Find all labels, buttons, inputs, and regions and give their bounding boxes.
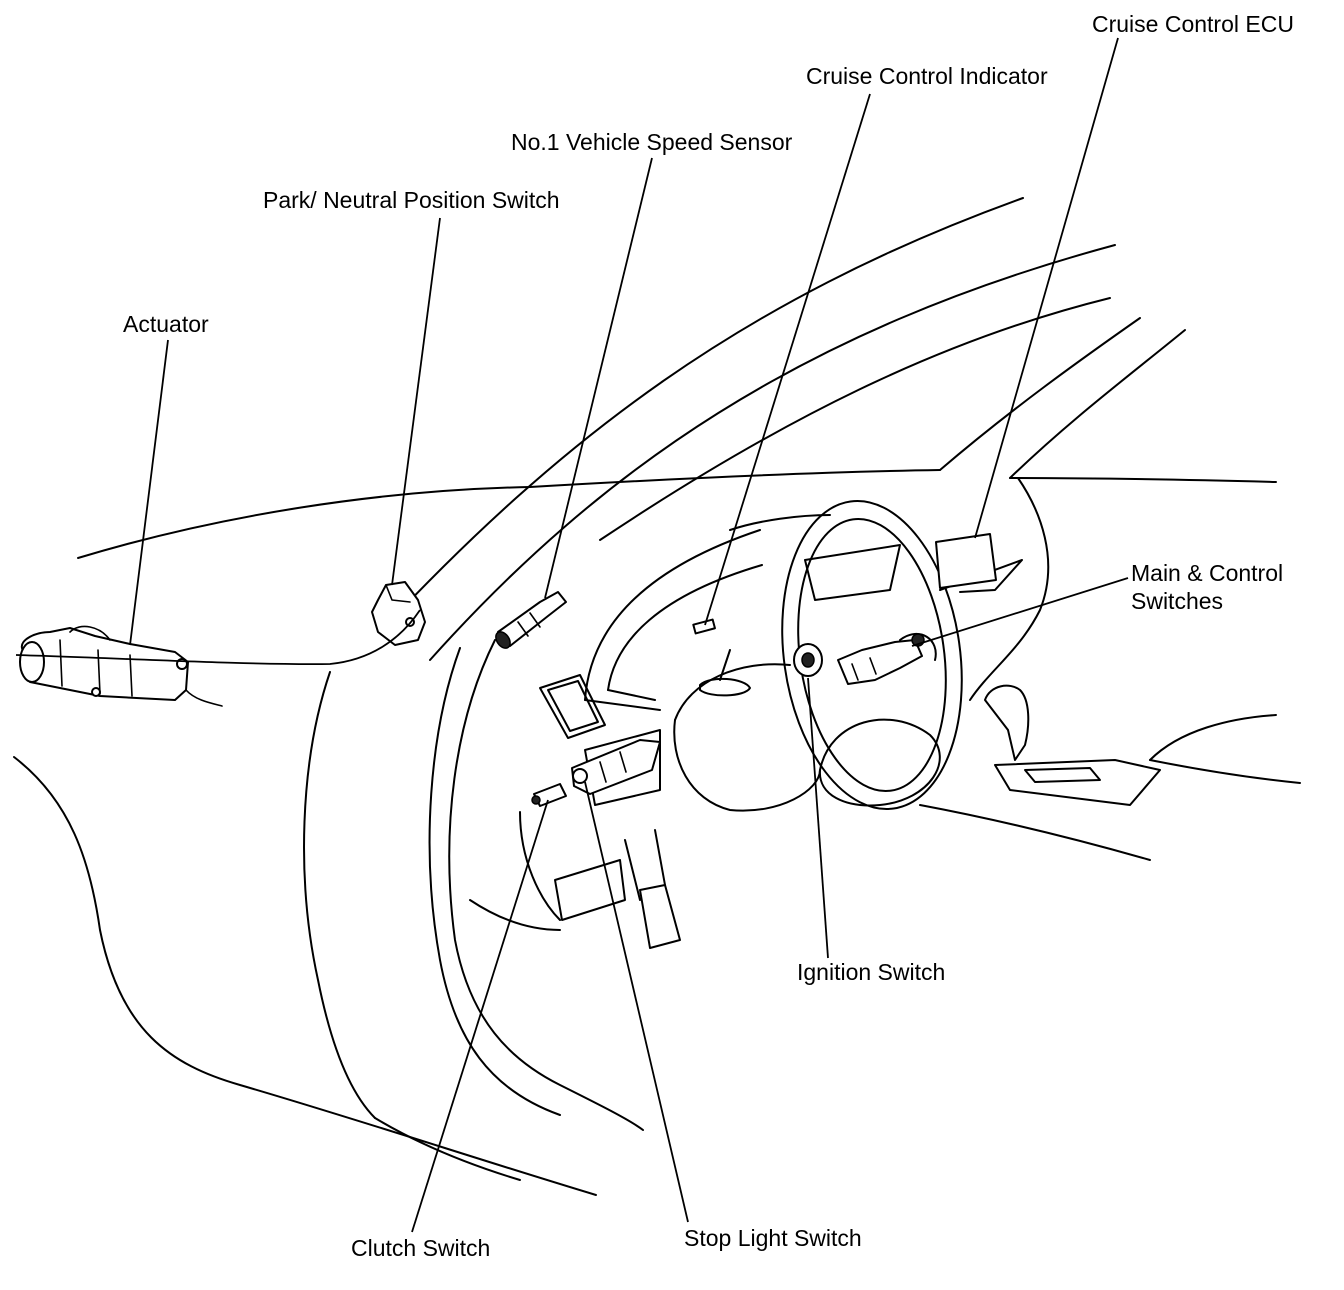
leader-lines [15, 37, 1129, 1233]
label-cruise-control-ecu: Cruise Control ECU [1092, 11, 1294, 37]
clutch-switch-part [531, 783, 567, 807]
vehicle-speed-sensor-part [495, 591, 567, 649]
label-clutch-switch: Clutch Switch [351, 1235, 490, 1261]
label-ignition-switch: Ignition Switch [797, 959, 945, 985]
label-stop-light-switch: Stop Light Switch [684, 1225, 862, 1251]
label-park-neutral-switch: Park/ Neutral Position Switch [263, 187, 560, 213]
cruise-control-ecu-part [935, 533, 997, 589]
steering-wheel [673, 500, 963, 812]
shift-lever [984, 684, 1161, 806]
label-cruise-control-indicator: Cruise Control Indicator [806, 63, 1048, 89]
label-vehicle-speed-sensor: No.1 Vehicle Speed Sensor [511, 129, 793, 155]
label-main-control-switches-1: Main & Control [1131, 560, 1283, 586]
label-main-control-switches-2: Switches [1131, 588, 1223, 614]
actuator-part [19, 625, 223, 707]
park-neutral-switch-part [371, 581, 426, 646]
car-body-outline [13, 197, 1301, 1196]
stop-light-switch-part [571, 739, 661, 795]
main-control-switches-part [837, 633, 925, 685]
label-actuator: Actuator [123, 311, 209, 337]
labels: Cruise Control ECU Cruise Control Indica… [123, 11, 1294, 1261]
ignition-switch-part [793, 643, 823, 677]
